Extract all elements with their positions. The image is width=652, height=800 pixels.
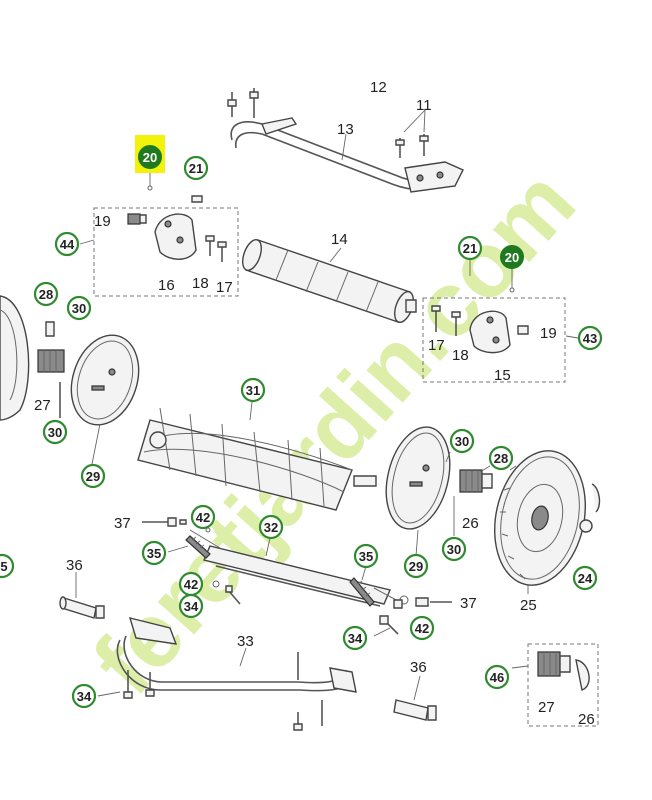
group-box-46: [527, 643, 599, 727]
group-box-43: [422, 297, 566, 383]
gear-26: [459, 469, 493, 493]
callout-21[interactable]: 21: [189, 161, 203, 176]
callout-30-c[interactable]: 30: [455, 434, 469, 449]
label-12: 12: [370, 79, 387, 96]
callout-30-a[interactable]: 30: [72, 301, 86, 316]
callout-34-b[interactable]: 34: [348, 631, 363, 646]
side-plate-16: [127, 213, 227, 262]
callout-28-right[interactable]: 28: [494, 451, 508, 466]
callout-ring-21-right: [457, 235, 483, 261]
callout-ring-46: [484, 664, 510, 690]
callout-ring-30-d: [441, 536, 467, 562]
spring-left-35: [185, 535, 211, 559]
frame-33: [116, 617, 357, 731]
callout-42-a[interactable]: 42: [196, 510, 210, 525]
callout-ring-35-right: [353, 543, 379, 569]
callout-ring-32: [258, 514, 284, 540]
label-19: 19: [94, 213, 111, 230]
callout-43[interactable]: 43: [583, 331, 597, 346]
roller-14: [242, 239, 417, 323]
callout-21-right[interactable]: 21: [463, 241, 477, 256]
callout-30-b[interactable]: 30: [48, 425, 62, 440]
callout-ring-29-right: [403, 553, 429, 579]
callout-ring-21: [183, 155, 209, 181]
label-37-right: 37: [460, 595, 477, 612]
callout-ring-24: [572, 565, 598, 591]
spindle-36-left: [59, 596, 105, 619]
label-19-right: 19: [540, 325, 557, 342]
callout-ring-34-c: [71, 683, 97, 709]
callout-ring-20-right: [500, 245, 524, 269]
side-plate-15: [431, 305, 529, 354]
label-26: 26: [462, 515, 479, 532]
label-26-bottom: 26: [578, 711, 595, 728]
label-18-right: 18: [452, 347, 469, 364]
callout-29-left[interactable]: 29: [86, 469, 100, 484]
handle-bar-13: [227, 88, 464, 193]
callout-35-right[interactable]: 35: [359, 549, 373, 564]
label-15: 15: [494, 367, 511, 384]
callout-ring-20-highlight: [138, 145, 162, 169]
reel-31: [137, 407, 377, 511]
callout-ring-35-left: [141, 540, 167, 566]
left-wheel: [0, 295, 65, 421]
callout-ring-42-a: [190, 504, 216, 530]
callout-ring-43: [577, 325, 603, 351]
label-14: 14: [331, 231, 348, 248]
label-13: 13: [337, 121, 354, 138]
label-18: 18: [192, 275, 209, 292]
callout-30-d[interactable]: 30: [447, 542, 461, 557]
callout-28[interactable]: 28: [39, 287, 53, 302]
spring-right-35: [349, 577, 375, 607]
callout-20-right[interactable]: 20: [505, 250, 519, 265]
callout-ring-34-b: [342, 625, 368, 651]
label-25: 25: [520, 597, 537, 614]
callout-ring-28-right: [488, 445, 514, 471]
spindle-36-right: [393, 699, 437, 721]
side-cover-right-29: [385, 426, 451, 530]
circled-labels: 20 21 44 28 30 30 29 31 21 20 43 30 28 2…: [0, 145, 603, 709]
callout-32[interactable]: 32: [264, 520, 278, 535]
label-33: 33: [237, 633, 254, 650]
label-11: 11: [416, 97, 432, 114]
callout-24[interactable]: 24: [578, 571, 593, 586]
callout-31[interactable]: 31: [246, 383, 260, 398]
side-cover-left-29: [70, 334, 140, 426]
plain-labels: 12 11 13 19 16 18 17 14 17 18 19 15 27 2…: [34, 79, 595, 728]
label-36-right: 36: [410, 659, 427, 676]
group-box-44: [93, 207, 239, 297]
callout-34-c[interactable]: 34: [77, 689, 92, 704]
callout-46[interactable]: 46: [490, 670, 504, 685]
callout-ring-30-a: [66, 295, 92, 321]
callout-ring-30-c: [449, 428, 475, 454]
callout-34-a[interactable]: 34: [184, 599, 199, 614]
callout-ring-5: [0, 553, 15, 579]
label-27-bottom: 27: [538, 699, 555, 716]
callout-ring-30-b: [42, 419, 68, 445]
callout-44[interactable]: 44: [60, 237, 75, 252]
callout-ring-34-a: [178, 593, 204, 619]
callout-42-c[interactable]: 42: [415, 621, 429, 636]
label-37-left: 37: [114, 515, 131, 532]
callout-ring-31: [240, 377, 266, 403]
callout-ring-29-left: [80, 463, 106, 489]
callout-ring-28: [33, 281, 59, 307]
label-27: 27: [34, 397, 51, 414]
callout-5[interactable]: 5: [0, 559, 7, 574]
callout-ring-42-c: [409, 615, 435, 641]
callout-35-left[interactable]: 35: [147, 546, 161, 561]
callout-42-b[interactable]: 42: [184, 577, 198, 592]
callout-20-highlight[interactable]: 20: [143, 150, 157, 165]
label-17: 17: [216, 279, 233, 296]
label-16: 16: [158, 277, 175, 294]
label-36-left: 36: [66, 557, 83, 574]
callout-29-right[interactable]: 29: [409, 559, 423, 574]
label-17-right: 17: [428, 337, 445, 354]
callout-ring-44: [54, 231, 80, 257]
